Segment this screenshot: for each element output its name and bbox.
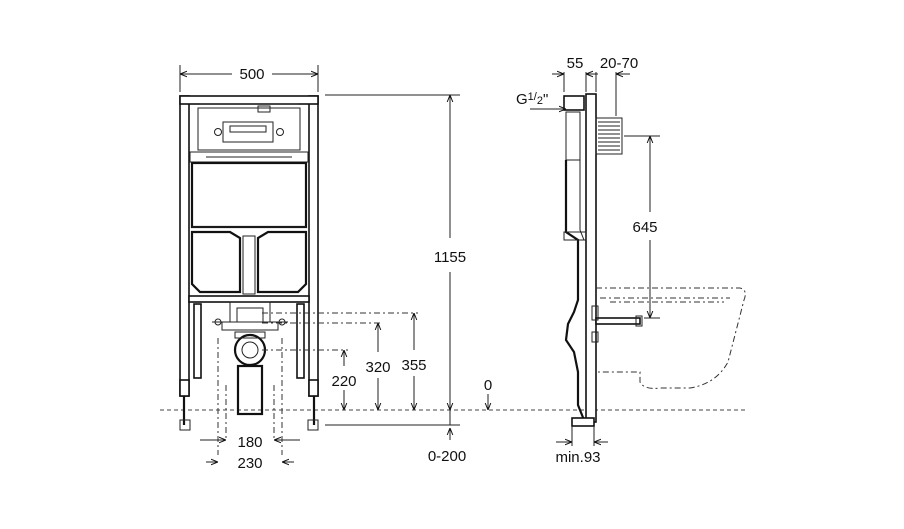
spacing-230-label: 230 xyxy=(237,455,262,472)
dim-20-70: 20-70 xyxy=(595,55,638,116)
spacing-180-label: 180 xyxy=(237,434,262,451)
dim-180: 180 xyxy=(200,434,300,451)
dim-floor-adjust: 0-200 xyxy=(325,410,466,465)
thread-label-sub: 2 xyxy=(537,95,543,107)
dim-230: 230 xyxy=(206,455,294,472)
min-depth-label: min.93 xyxy=(555,449,600,466)
front-guides xyxy=(217,312,418,455)
side-view-frame xyxy=(563,93,643,427)
thread-label-main: G xyxy=(516,91,528,108)
thread-label-quote: " xyxy=(543,91,548,108)
height-645-label: 645 xyxy=(632,219,657,236)
depth-range-label: 20-70 xyxy=(600,55,638,72)
svg-text:G1/2": G1/2" xyxy=(516,91,548,108)
height-320-label: 320 xyxy=(365,359,390,376)
height-355-label: 355 xyxy=(401,357,426,374)
front-view-frame xyxy=(179,95,319,431)
thread-label-sup: 1 xyxy=(528,91,534,103)
width-label: 500 xyxy=(239,66,264,83)
depth-55-label: 55 xyxy=(567,55,584,72)
dim-height-1155: 1155 xyxy=(325,94,466,410)
height-1155-label: 1155 xyxy=(434,249,466,266)
zero-label: 0 xyxy=(484,377,492,394)
dim-width-500: 500 xyxy=(179,65,319,92)
dim-355: 355 xyxy=(401,313,427,410)
floor-adjust-label: 0-200 xyxy=(428,448,466,465)
dim-min-93: min.93 xyxy=(555,426,608,466)
toilet-outline xyxy=(596,287,746,389)
thread-label: G1/2" xyxy=(516,91,566,109)
dim-zero: 0 xyxy=(484,377,492,410)
dim-55: 55 xyxy=(552,55,598,92)
dim-645: 645 xyxy=(624,135,660,319)
dim-320: 320 xyxy=(365,323,391,410)
height-220-label: 220 xyxy=(331,373,356,390)
dim-220: 220 xyxy=(331,350,357,410)
